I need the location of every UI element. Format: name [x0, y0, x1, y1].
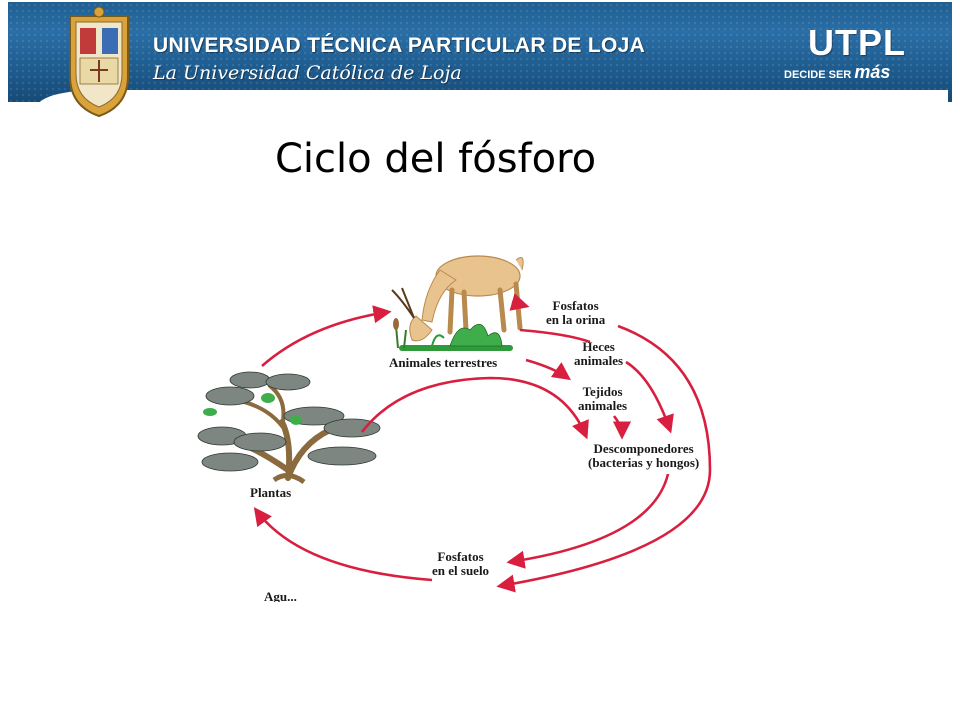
label-animal-feces: Heces animales	[574, 339, 624, 368]
brand-logo-text: UTPL	[808, 22, 906, 63]
cycle-graphics	[197, 255, 712, 593]
arrow-decomposers-to-soil	[506, 473, 670, 569]
antelope-illustration	[391, 255, 524, 342]
grass-illustration	[393, 318, 513, 351]
arrow-tissues-to-decomposers	[612, 415, 632, 440]
arrow-urine-to-soil	[496, 324, 712, 593]
label-cutoff-water: Agu...	[264, 590, 297, 602]
arrow-animals-to-tissues	[525, 358, 571, 381]
brand-slogan: DECIDE SER más	[784, 62, 890, 83]
arrow-feces-to-decomposers	[625, 360, 674, 434]
tree-illustration	[197, 371, 381, 485]
phosphorus-cycle-diagram: Animales terrestres Fosfatos en la orina…	[170, 230, 760, 602]
label-soil-phosphates: Fosfatos en el suelo	[432, 549, 490, 578]
university-name: UNIVERSIDAD TÉCNICA PARTICULAR DE LOJA	[153, 34, 646, 57]
label-plants: Plantas	[250, 485, 292, 500]
university-tagline: La Universidad Católica de Loja	[153, 62, 462, 84]
label-phosphates-urine: Fosfatos en la orina	[546, 298, 606, 327]
label-decomposers: Descomponedores (bacterias y hongos)	[588, 441, 700, 470]
label-animal-tissues: Tejidos animales	[578, 384, 628, 413]
slogan-emphasis: más	[854, 62, 891, 82]
slogan-prefix: DECIDE SER	[784, 69, 852, 81]
cycle-arrows	[253, 293, 712, 593]
arrow-plants-to-animals	[261, 305, 392, 367]
arrow-soil-to-plants	[253, 507, 433, 582]
label-terrestrial-animals: Animales terrestres	[389, 355, 498, 370]
header-banner: UNIVERSIDAD TÉCNICA PARTICULAR DE LOJA L…	[8, 2, 952, 102]
university-crest-icon	[69, 6, 129, 118]
slide-title: Ciclo del fósforo	[275, 136, 597, 182]
banner-curve	[38, 90, 948, 102]
arrow-animals-to-feces	[519, 328, 591, 344]
arrow-plants-to-decomposers	[360, 376, 589, 440]
arrow-animals-to-urine	[509, 293, 530, 311]
banner-texture	[8, 2, 952, 102]
